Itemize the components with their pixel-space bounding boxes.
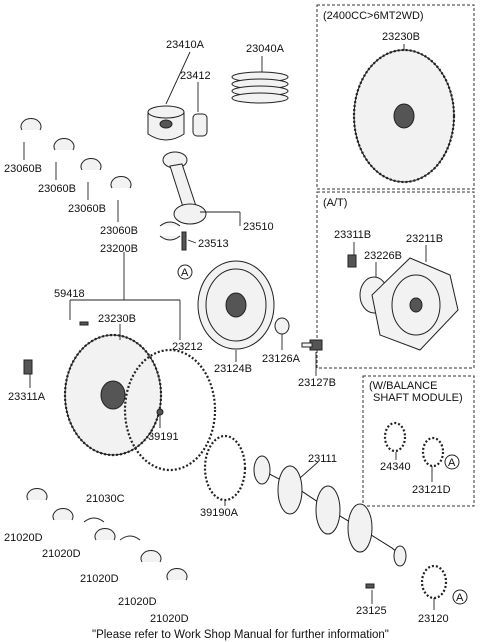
crankshaft-pulley (197, 260, 275, 350)
label-23212: 23212 (172, 341, 203, 353)
label-21020D-3: 21020D (80, 573, 119, 585)
label-23230B-main: 23230B (98, 313, 136, 325)
pulley-washer (274, 317, 290, 335)
label-21020D-5: 21020D (150, 613, 189, 625)
label-23226B: 23226B (364, 250, 402, 262)
label-21020D-4: 21020D (118, 596, 157, 608)
mt-box-header: (2400CC>6MT2WD) (323, 10, 424, 22)
ring-gear (123, 348, 217, 472)
balance-gear-2 (421, 436, 445, 468)
crank-sprocket (203, 434, 247, 502)
crankshaft (253, 455, 407, 567)
label-23060B-1: 23060B (4, 163, 42, 175)
leader-lines (23, 44, 435, 610)
ref-a-label-2: A (448, 457, 456, 469)
mt-flywheel (352, 48, 456, 184)
ref-a-circle-2: A (444, 454, 460, 470)
at-bolt (347, 254, 357, 268)
balance-box-header-line2: SHAFT MODULE) (373, 392, 463, 404)
ref-a-circle-1: A (177, 264, 193, 280)
crank-key (365, 583, 375, 589)
flywheel-bolt (23, 359, 33, 375)
label-21030C: 21030C (86, 493, 125, 505)
label-23060B-2: 23060B (38, 183, 76, 195)
label-59418: 59418 (54, 288, 85, 300)
label-23126A: 23126A (262, 353, 301, 365)
drive-plate (371, 257, 459, 351)
label-23060B-4: 23060B (100, 225, 138, 237)
rod-bolt (181, 231, 187, 251)
label-23127B: 23127B (298, 377, 336, 389)
label-23211B: 23211B (406, 233, 443, 245)
label-21020D-2: 21020D (42, 548, 81, 560)
label-23513: 23513 (198, 238, 229, 250)
dowel-pin (79, 321, 89, 326)
crank-gear (420, 564, 448, 600)
label-23410A: 23410A (166, 39, 205, 51)
label-39191: 39191 (148, 431, 179, 443)
label-23311A: 23311A (8, 391, 46, 403)
label-23060B-3: 23060B (68, 203, 106, 215)
label-23120: 23120 (418, 613, 449, 625)
label-21020D-1: 21020D (4, 532, 43, 544)
label-23311B: 23311B (334, 229, 371, 241)
ref-a-label-3: A (456, 592, 464, 604)
pulley-bolt (301, 339, 323, 351)
box-at (316, 191, 475, 369)
label-23200B: 23200B (100, 243, 138, 255)
label-39190A: 39190A (200, 507, 239, 519)
footer-note: "Please refer to Work Shop Manual for fu… (92, 629, 389, 641)
thrust-washers (83, 517, 141, 541)
rod-bearings-upper (20, 118, 132, 189)
connecting-rod (162, 151, 207, 225)
label-23040A: 23040A (246, 43, 285, 55)
piston-rings (231, 71, 289, 104)
label-23125: 23125 (356, 605, 387, 617)
balance-gear-1 (383, 421, 407, 453)
rod-bearing-set (159, 221, 181, 241)
ref-a-label-1: A (181, 267, 189, 279)
label-23111: 23111 (308, 453, 337, 465)
piston-pin (192, 113, 208, 137)
label-23230B-mt: 23230B (382, 31, 420, 43)
main-bearings (26, 488, 188, 581)
label-23510: 23510 (243, 221, 274, 233)
label-23412: 23412 (180, 70, 211, 82)
box-mt (316, 4, 475, 190)
box-balance-shaft (362, 375, 475, 507)
piston (147, 105, 185, 141)
flywheel (63, 333, 163, 457)
ref-a-circle-3: A (452, 589, 468, 605)
balance-box-header-line1: (W/BALANCE (369, 380, 437, 392)
pilot-bushing (156, 408, 164, 416)
label-24340: 24340 (380, 461, 411, 473)
label-23121D: 23121D (412, 484, 451, 496)
label-23124B: 23124B (214, 363, 252, 375)
at-box-header: (A/T) (323, 197, 347, 209)
